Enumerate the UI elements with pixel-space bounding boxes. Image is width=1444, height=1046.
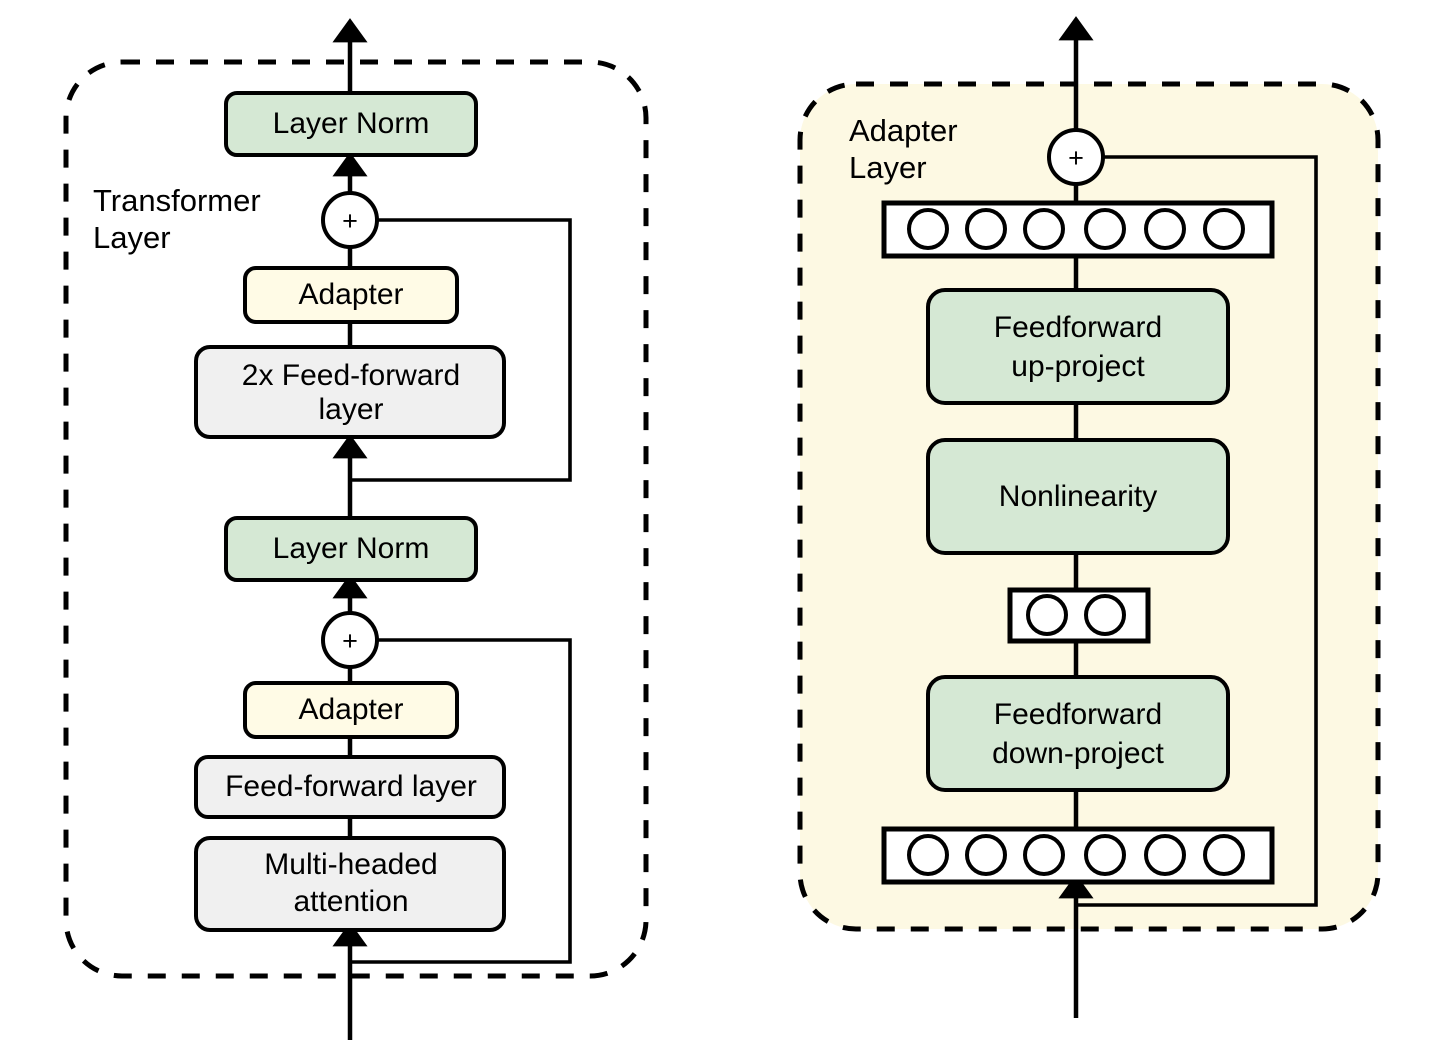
- adder-bottom-symbol: +: [342, 626, 358, 656]
- neuron-top-3: [1023, 208, 1065, 250]
- transformer-layer-label-line2: Layer: [93, 220, 171, 255]
- neuron-top-1: [907, 208, 949, 250]
- block-layer-norm-top[interactable]: Layer Norm: [224, 91, 478, 157]
- block-layer-norm-bottom-label: Layer Norm: [273, 532, 430, 565]
- neuron-row-bottleneck: [1007, 587, 1151, 644]
- block-feed-forward-layer-label: Feed-forward layer: [225, 770, 477, 803]
- block-adapter-bottom[interactable]: Adapter: [243, 681, 459, 739]
- transformer-layer-label-line1: Transformer: [93, 183, 261, 218]
- block-ff-down-project-label-line2: down-project: [992, 737, 1164, 770]
- neuron-bottom-3: [1023, 834, 1065, 876]
- block-feed-forward-2x[interactable]: 2x Feed-forward layer: [194, 345, 506, 439]
- block-ff-up-project-label-line1: Feedforward: [994, 311, 1162, 344]
- adder-top-symbol: +: [342, 206, 358, 236]
- block-ff-down-project[interactable]: Feedforward down-project: [926, 675, 1230, 792]
- block-layer-norm-bottom-rect: [224, 516, 478, 582]
- block-adapter-bottom-label: Adapter: [298, 693, 403, 726]
- adder-adapter-symbol: +: [1068, 143, 1084, 173]
- block-feed-forward-2x-label-line2: layer: [318, 393, 383, 426]
- adder-top-circle: [321, 191, 379, 249]
- edge-upper-residual: [350, 218, 572, 482]
- block-feed-forward-2x-label-line1: 2x Feed-forward: [242, 359, 460, 392]
- block-ff-up-project-rect: [926, 288, 1230, 405]
- block-multi-headed-attention-label-line2: attention: [293, 885, 408, 918]
- neuron-top-4: [1084, 208, 1126, 250]
- edge-adapter-residual: [1076, 155, 1318, 907]
- block-ff-down-project-rect: [926, 675, 1230, 792]
- neuron-bottom-1: [907, 834, 949, 876]
- neuron-row-bottom: [881, 826, 1275, 885]
- neuron-top-2: [965, 208, 1007, 250]
- block-ff-up-project[interactable]: Feedforward up-project: [926, 288, 1230, 405]
- block-feed-forward-layer-rect: [194, 755, 506, 819]
- block-multi-headed-attention-label-line1: Multi-headed: [264, 848, 437, 881]
- neuron-bottom-6: [1203, 834, 1245, 876]
- transformer-layer-panel: Transformer Layer: [63, 18, 649, 1040]
- neuron-bottom-2: [965, 834, 1007, 876]
- block-adapter-top-rect: [243, 266, 459, 324]
- block-layer-norm-bottom[interactable]: Layer Norm: [224, 516, 478, 582]
- block-multi-headed-attention[interactable]: Multi-headed attention: [194, 836, 506, 932]
- block-layer-norm-top-rect: [224, 91, 478, 157]
- block-feed-forward-2x-rect: [194, 345, 506, 439]
- block-adapter-top[interactable]: Adapter: [243, 266, 459, 324]
- adder-bottom[interactable]: +: [321, 611, 379, 669]
- adapter-layer-label-line2: Layer: [849, 150, 927, 185]
- neuron-top-6: [1203, 208, 1245, 250]
- block-nonlinearity-rect: [926, 438, 1230, 555]
- block-feed-forward-layer[interactable]: Feed-forward layer: [194, 755, 506, 819]
- neuron-bottom-5: [1144, 834, 1186, 876]
- neuron-bottom-4: [1084, 834, 1126, 876]
- edge-lower-residual: [350, 638, 572, 964]
- adapter-layer-label-line1: Adapter: [849, 113, 958, 148]
- neuron-bottleneck-2: [1084, 594, 1126, 636]
- adder-adapter[interactable]: +: [1047, 128, 1105, 186]
- block-ff-down-project-label-line1: Feedforward: [994, 698, 1162, 731]
- neuron-bottleneck-1: [1026, 594, 1068, 636]
- block-adapter-top-label: Adapter: [298, 278, 403, 311]
- block-nonlinearity[interactable]: Nonlinearity: [926, 438, 1230, 555]
- block-nonlinearity-label: Nonlinearity: [999, 480, 1157, 513]
- block-layer-norm-top-label: Layer Norm: [273, 107, 430, 140]
- adder-bottom-circle: [321, 611, 379, 669]
- adder-top[interactable]: +: [321, 191, 379, 249]
- block-multi-headed-attention-rect: [194, 836, 506, 932]
- neuron-row-top: [881, 200, 1275, 259]
- adapter-layer-panel: Adapter Layer: [797, 16, 1381, 1018]
- neuron-top-5: [1144, 208, 1186, 250]
- block-ff-up-project-label-line2: up-project: [1011, 350, 1145, 383]
- adder-adapter-circle: [1047, 128, 1105, 186]
- block-adapter-bottom-rect: [243, 681, 459, 739]
